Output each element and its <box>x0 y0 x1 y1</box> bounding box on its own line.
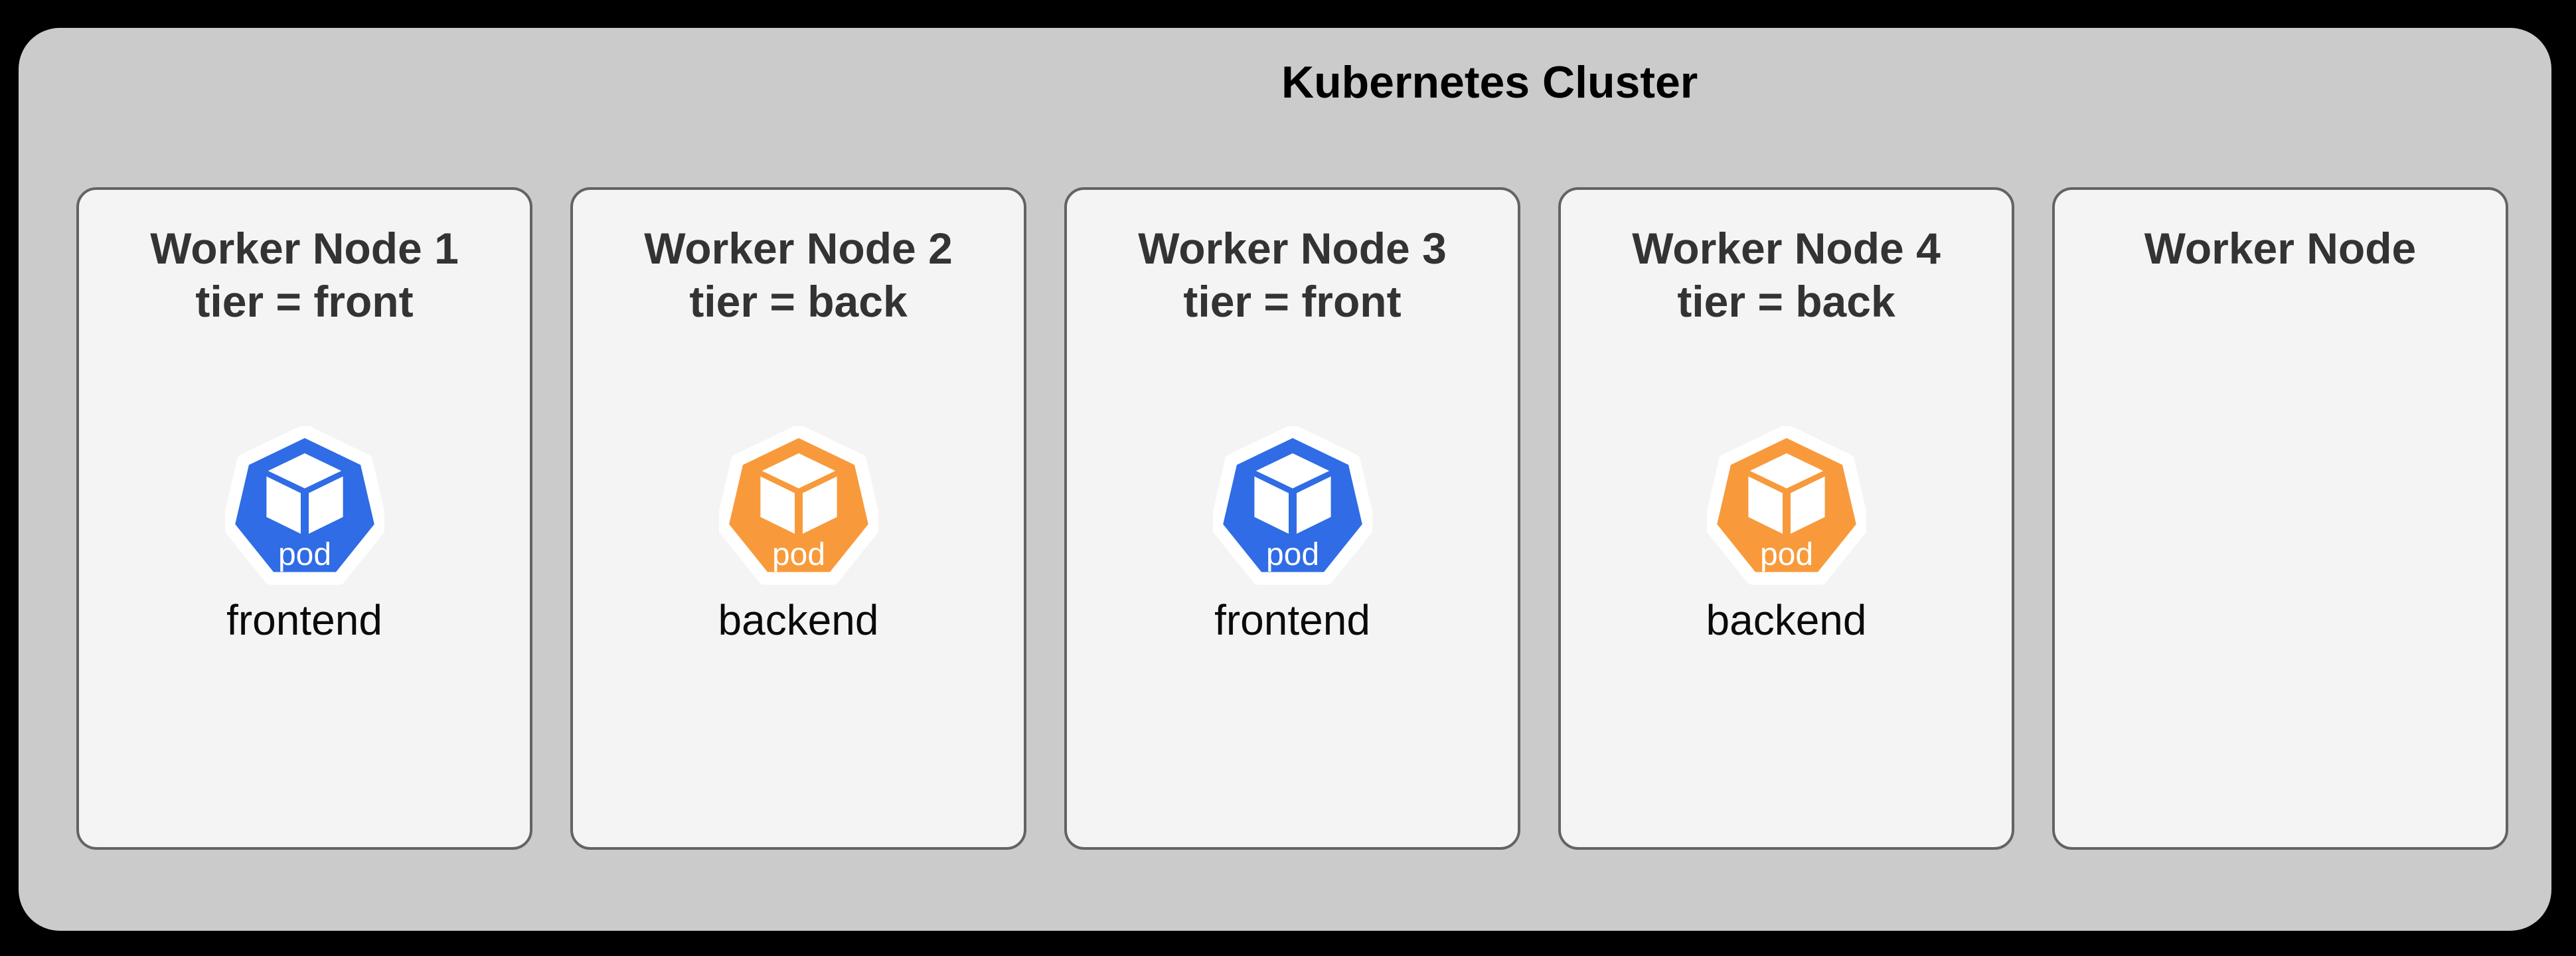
pod-icon-text: pod <box>278 537 331 572</box>
worker-nodes-row: Worker Node 1 tier = front pod frontend … <box>19 187 2551 850</box>
pod: pod backend <box>1706 426 1867 645</box>
worker-node-title: Worker Node 3 <box>1138 224 1447 273</box>
pod-icon: pod <box>1212 426 1372 585</box>
cube-icon <box>266 453 343 534</box>
pod-icon: pod <box>718 426 878 585</box>
pod-icon: pod <box>224 426 384 585</box>
pod: pod frontend <box>1212 426 1372 645</box>
pod-name-label: frontend <box>1214 596 1370 644</box>
kubernetes-cluster-container: Kubernetes Cluster Worker Node 1 tier = … <box>19 28 2551 931</box>
pod-icon-text: pod <box>771 537 825 572</box>
pod-icon-text: pod <box>1759 537 1812 572</box>
pod-icon: pod <box>1706 426 1866 585</box>
pod-name-label: backend <box>1706 596 1867 644</box>
pod: pod frontend <box>224 426 384 645</box>
worker-node-card-5: Worker Node <box>2052 187 2508 850</box>
pod-name-label: frontend <box>226 596 382 644</box>
worker-node-card-1: Worker Node 1 tier = front pod frontend <box>76 187 532 850</box>
cube-icon <box>760 453 837 534</box>
pod-name-label: backend <box>718 596 879 644</box>
pod-icon-text: pod <box>1265 537 1319 572</box>
worker-node-title: Worker Node <box>2144 224 2417 273</box>
worker-node-title: Worker Node 1 <box>150 224 459 273</box>
cube-icon <box>1253 453 1331 534</box>
cluster-title: Kubernetes Cluster <box>1281 57 1698 108</box>
worker-node-tier-label: tier = front <box>195 277 414 326</box>
worker-node-card-3: Worker Node 3 tier = front pod frontend <box>1064 187 1520 850</box>
worker-node-tier-label: tier = front <box>1183 277 1402 326</box>
worker-node-card-4: Worker Node 4 tier = back pod backend <box>1558 187 2014 850</box>
worker-node-tier-label: tier = back <box>1677 277 1895 326</box>
worker-node-tier-label: tier = back <box>689 277 908 326</box>
pod: pod backend <box>718 426 879 645</box>
worker-node-title: Worker Node 2 <box>644 224 953 273</box>
worker-node-title: Worker Node 4 <box>1632 224 1941 273</box>
worker-node-card-2: Worker Node 2 tier = back pod backend <box>570 187 1026 850</box>
